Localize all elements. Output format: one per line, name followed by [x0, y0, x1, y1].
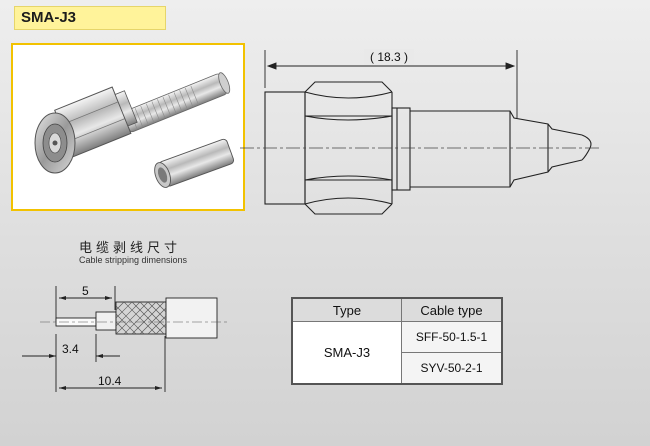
spec-table-header: Type Cable type: [291, 297, 503, 322]
strip-dim-c: 10.4: [98, 374, 122, 388]
table-row: SMA-J3 SFF-50-1.5-1: [291, 321, 503, 385]
header-cable-type: Cable type: [401, 297, 503, 322]
dimension-label-bg: [364, 49, 414, 65]
cable-type-2: SYV-50-2-1: [401, 352, 503, 385]
spec-table: Type Cable type SMA-J3 SFF-50-1.5-1 SYV-…: [291, 297, 503, 385]
type-value: SMA-J3: [291, 321, 402, 385]
strip-title-cn: 电缆剥线尺寸: [79, 241, 182, 256]
overall-length-label: ( 18.3 ): [370, 50, 409, 64]
table-row: SYV-50-2-1: [292, 352, 503, 385]
strip-dim-b: 3.4: [62, 342, 79, 356]
strip-dim-a: 5: [82, 284, 89, 298]
overall-dimension: [264, 50, 518, 118]
strip-title-en: Cable stripping dimensions: [79, 255, 188, 265]
strip-arrows: [49, 296, 162, 390]
title-badge: SMA-J3: [14, 6, 166, 30]
braid-pattern: [115, 301, 167, 335]
cable-type-1: SFF-50-1.5-1: [401, 321, 503, 353]
header-type: Type: [291, 297, 402, 322]
product-photo: [11, 43, 245, 211]
page-title: SMA-J3: [21, 9, 77, 26]
connector-illustration: [34, 72, 235, 188]
